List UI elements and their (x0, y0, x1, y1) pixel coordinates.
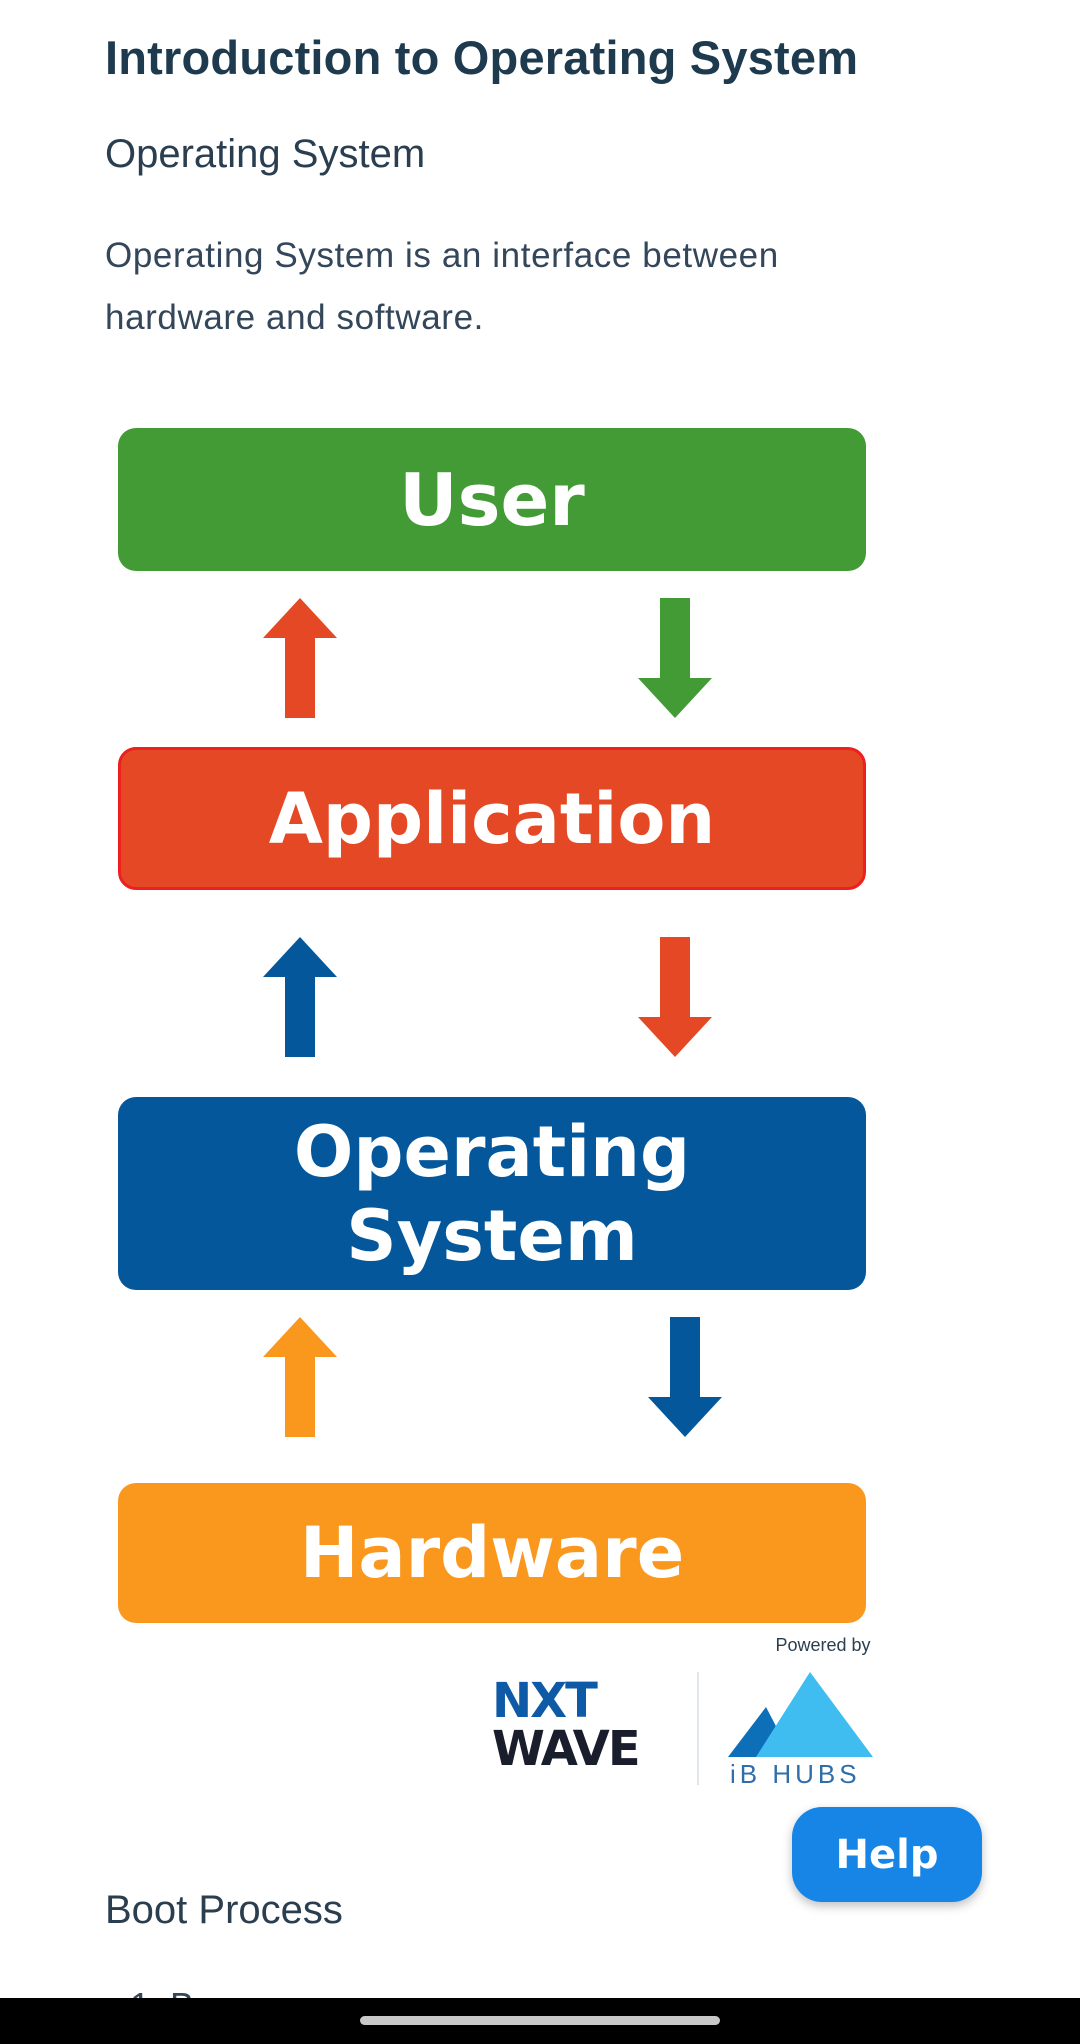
layer-operating-system-label: Operating System (293, 1110, 691, 1277)
nxtwave-logo: NXT WAVE (492, 1673, 641, 1777)
layer-hardware-box: Hardware (118, 1483, 866, 1623)
section-heading: Operating System (105, 132, 426, 176)
page-title: Introduction to Operating System (105, 31, 859, 84)
ibhubs-logo-text: iB HUBS (730, 1759, 861, 1789)
help-button[interactable]: Help (792, 1807, 982, 1902)
arrow-down-icon (638, 937, 712, 1057)
home-gesture-handle[interactable] (360, 2016, 720, 2025)
powered-by-text: Powered by (775, 1635, 871, 1655)
boot-process-heading: Boot Process (105, 1888, 343, 1932)
os-layer-diagram: User Application Operating System Hardwa… (100, 415, 900, 1795)
arrow-down-icon (648, 1317, 722, 1437)
arrow-up-icon (263, 1317, 337, 1437)
nxtwave-logo-wave: WAVE (492, 1721, 641, 1777)
arrow-up-icon (263, 598, 337, 718)
layer-operating-system-box: Operating System (118, 1097, 866, 1290)
brand-divider (697, 1672, 699, 1785)
body-text: Operating System is an interface between… (105, 236, 779, 337)
arrow-down-icon (638, 598, 712, 718)
nxtwave-logo-nxt: NXT (492, 1673, 598, 1729)
arrow-up-icon (263, 937, 337, 1057)
layer-application-box: Application (118, 747, 866, 890)
layer-user-box: User (118, 428, 866, 571)
ibhubs-mountain-icon (728, 1672, 873, 1757)
